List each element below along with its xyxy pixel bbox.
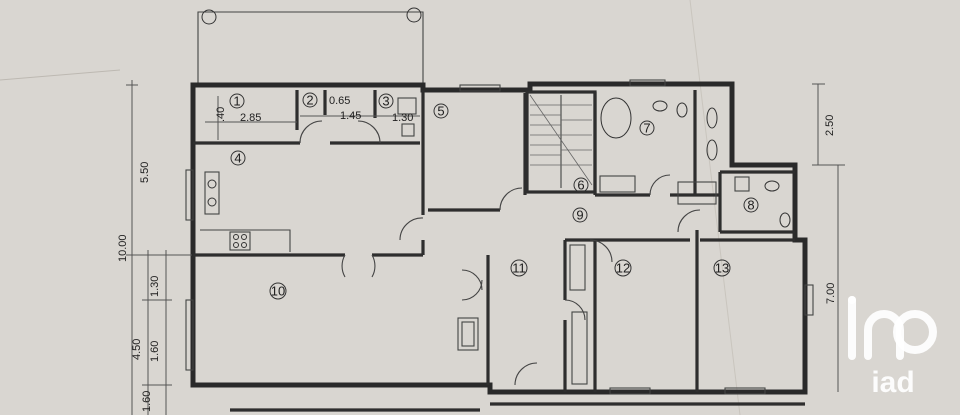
room-2-marker	[302, 92, 318, 108]
dim-2-50: 2.50	[824, 115, 836, 136]
room-5-marker	[433, 103, 449, 119]
room-10-marker	[269, 282, 287, 300]
interior-walls	[193, 90, 795, 392]
dim-1-30-left: 1.30	[149, 276, 161, 297]
right-dimensions: 2.50 7.00	[812, 83, 845, 392]
dim-1-30-top: 1.30	[392, 112, 413, 124]
room-11-label: 11	[512, 261, 526, 276]
room-9-marker	[572, 207, 588, 223]
room-1-label: 1	[233, 94, 240, 109]
iad-logo: iad	[848, 296, 937, 399]
room-4-marker	[230, 150, 246, 166]
room-12-marker	[614, 259, 632, 277]
iad-logo-dot	[848, 296, 856, 304]
dim-0-65: 0.65	[329, 95, 350, 107]
room-12-label: 12	[616, 261, 630, 276]
room-11-marker	[510, 259, 528, 277]
dim-1-60-b: 1.60	[141, 391, 153, 412]
room-labels: 1 2 3 4 5 6 7 8 9 10 11 12 13	[229, 92, 759, 300]
room-5-label: 5	[437, 104, 444, 119]
room-3-label: 3	[382, 94, 389, 109]
dim-5-50: 5.50	[139, 162, 151, 183]
top-dimensions: 2.85 0.65 1.45 1.30 .40	[205, 95, 420, 140]
room-7-label: 7	[643, 121, 650, 136]
exterior-walls	[190, 81, 808, 395]
windows	[185, 79, 814, 395]
room-10-label: 10	[271, 284, 285, 299]
room-6-label: 6	[577, 178, 584, 193]
fixtures	[200, 97, 791, 385]
dim-4-50: 4.50	[131, 339, 143, 360]
dim-1-45: 1.45	[340, 110, 361, 122]
room-7-marker	[639, 120, 655, 136]
paper-fold	[0, 69, 121, 81]
left-dimensions: 5.50 10.00 1.30 4.50 1.60 1.60	[117, 80, 192, 415]
room-13-label: 13	[715, 261, 729, 276]
room-13-marker	[713, 259, 731, 277]
dim-7-00: 7.00	[825, 283, 837, 304]
door-swings	[299, 120, 701, 386]
paper-edge	[689, 0, 741, 415]
dim-2-85: 2.85	[240, 112, 261, 124]
room-6-marker	[573, 177, 589, 193]
room-9-label: 9	[576, 208, 583, 223]
room-1-marker	[229, 93, 245, 109]
iad-logo-mark	[848, 296, 937, 360]
terrace	[197, 7, 424, 83]
room-3-marker	[378, 93, 394, 109]
dim-40: .40	[215, 107, 227, 122]
iad-logo-text: iad	[871, 366, 914, 399]
dim-1-60-a: 1.60	[149, 341, 161, 362]
room-8-marker	[743, 197, 759, 213]
dim-10-00: 10.00	[117, 234, 129, 262]
room-4-label: 4	[234, 151, 241, 166]
room-2-label: 2	[306, 93, 313, 108]
room-8-label: 8	[747, 198, 754, 213]
staircase	[529, 94, 593, 188]
